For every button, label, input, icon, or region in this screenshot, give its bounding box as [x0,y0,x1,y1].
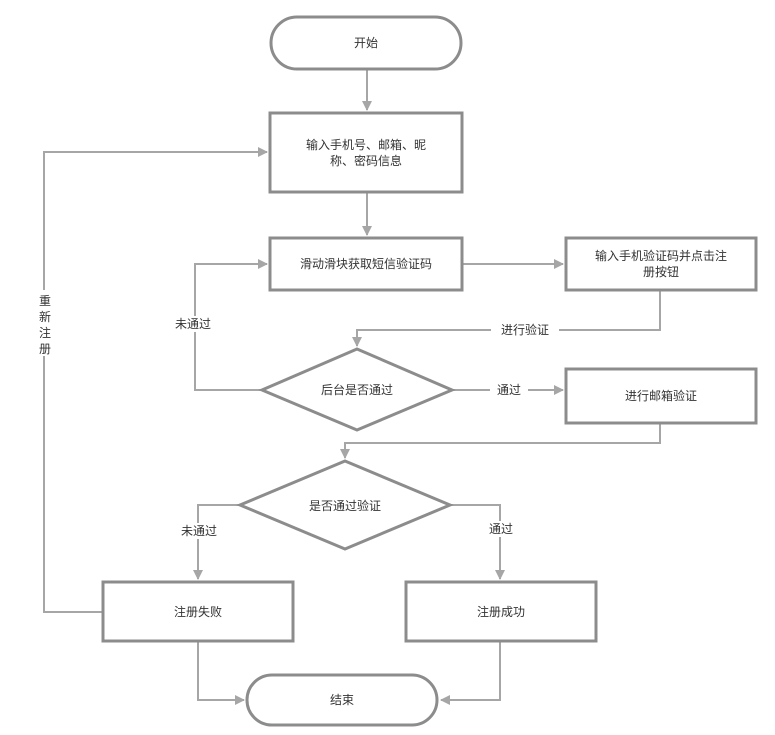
success-label: 注册成功 [477,604,525,619]
email-verify-box: 进行邮箱验证 [564,367,758,425]
slider-box: 滑动滑块获取短信验证码 [268,236,464,292]
edge-label-re-register-2: 新 [39,309,51,324]
fail-box: 注册失败 [101,580,295,643]
backend-check-label: 后台是否通过 [321,382,393,397]
input-code-label-line2: 册按钮 [643,264,679,279]
edge-label-re-register-1: 重 [39,294,51,308]
edge-label-passed-right: 通过 [497,383,521,397]
start-label: 开始 [354,36,378,50]
input-info-box: 输入手机号、邮箱、昵 称、密码信息 [268,111,464,194]
edge-re-register [43,147,268,613]
edge-label-do-verify: 进行验证 [501,322,549,337]
edge-label-re-register-3: 注 [39,325,51,340]
edge-verify-not-passed [193,504,240,580]
input-code-box: 输入手机验证码并点击注 册按钮 [564,236,758,292]
fail-label: 注册失败 [174,604,222,619]
edge-label-re-register-4: 册 [39,342,51,356]
input-info-label-line1: 输入手机号、邮箱、昵 [306,137,426,152]
edge-fail-to-end [197,641,245,705]
end-label: 结束 [330,693,354,707]
email-verify-label: 进行邮箱验证 [625,388,697,403]
start-terminal: 开始 [269,15,463,71]
edge-email-to-verify-check [340,423,661,459]
success-box: 注册成功 [404,580,598,643]
verify-check-label: 是否通过验证 [309,498,381,513]
input-code-label-line1: 输入手机验证码并点击注 [595,248,727,263]
edge-label-passed-lower: 通过 [489,522,513,536]
edge-label-not-passed-left: 未通过 [175,317,211,331]
edge-success-to-end [440,641,501,705]
end-terminal: 结束 [245,673,439,727]
edge-label-not-passed-lower: 未通过 [181,524,217,538]
verify-check-diamond: 是否通过验证 [236,459,454,551]
input-info-label-line2: 称、密码信息 [330,153,402,168]
edge-verify-passed [450,504,505,580]
slider-label: 滑动滑块获取短信验证码 [300,256,432,271]
backend-check-diamond: 后台是否通过 [258,347,456,432]
